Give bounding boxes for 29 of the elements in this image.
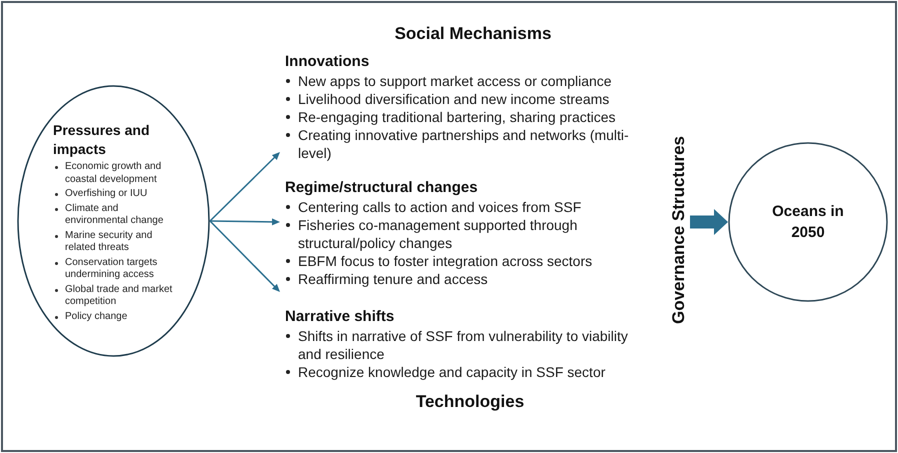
list-item: Global trade and market competition [65, 284, 174, 308]
list-item: Marine security and related threats [65, 230, 154, 254]
list-item: Economic growth and coastal development [65, 161, 162, 186]
vertical-label: Governance Structures [668, 136, 689, 324]
list-item: Climate and environmental change [65, 202, 164, 228]
list-heading: Pressures and impacts [53, 121, 150, 159]
list-item: Reaffirming tenure and access [298, 270, 489, 288]
list-item: EBFM focus to foster integration across sectors [298, 252, 594, 270]
group-heading: Narrative shifts [285, 307, 394, 327]
list-item: Re-engaging traditional bartering, sharing practices [298, 108, 617, 126]
arrow [209, 152, 280, 222]
list-item: Livelihood diversification and new income streams [298, 90, 610, 108]
arrow [209, 220, 280, 292]
list-item: Conservation targets undermining access [65, 256, 158, 282]
block-arrow [690, 209, 728, 235]
list-item: Overfishing or IUU [65, 188, 148, 200]
node-label: Oceans in 2050 [771, 202, 845, 243]
group-heading: Regime/structural changes [285, 178, 478, 198]
list-item: Shifts in narrative of SSF from vulnerability to viability and resilience [298, 327, 629, 363]
list-item: New apps to support market access or compliance [298, 72, 613, 90]
list-item: Creating innovative partnerships and networks (multi-level) [298, 126, 630, 162]
list-item: Centering calls to action and voices from SSF [298, 198, 582, 216]
section-heading: Social Mechanisms [394, 23, 552, 45]
arrow [210, 218, 280, 226]
group-heading: Innovations [285, 52, 370, 72]
list-item: Recognize knowledge and capacity in SSF sector [298, 363, 606, 381]
section-heading: Technologies [416, 391, 524, 413]
list-item: Policy change [65, 310, 128, 323]
list-item: Fisheries co-management supported through structural/policy changes [298, 216, 578, 252]
